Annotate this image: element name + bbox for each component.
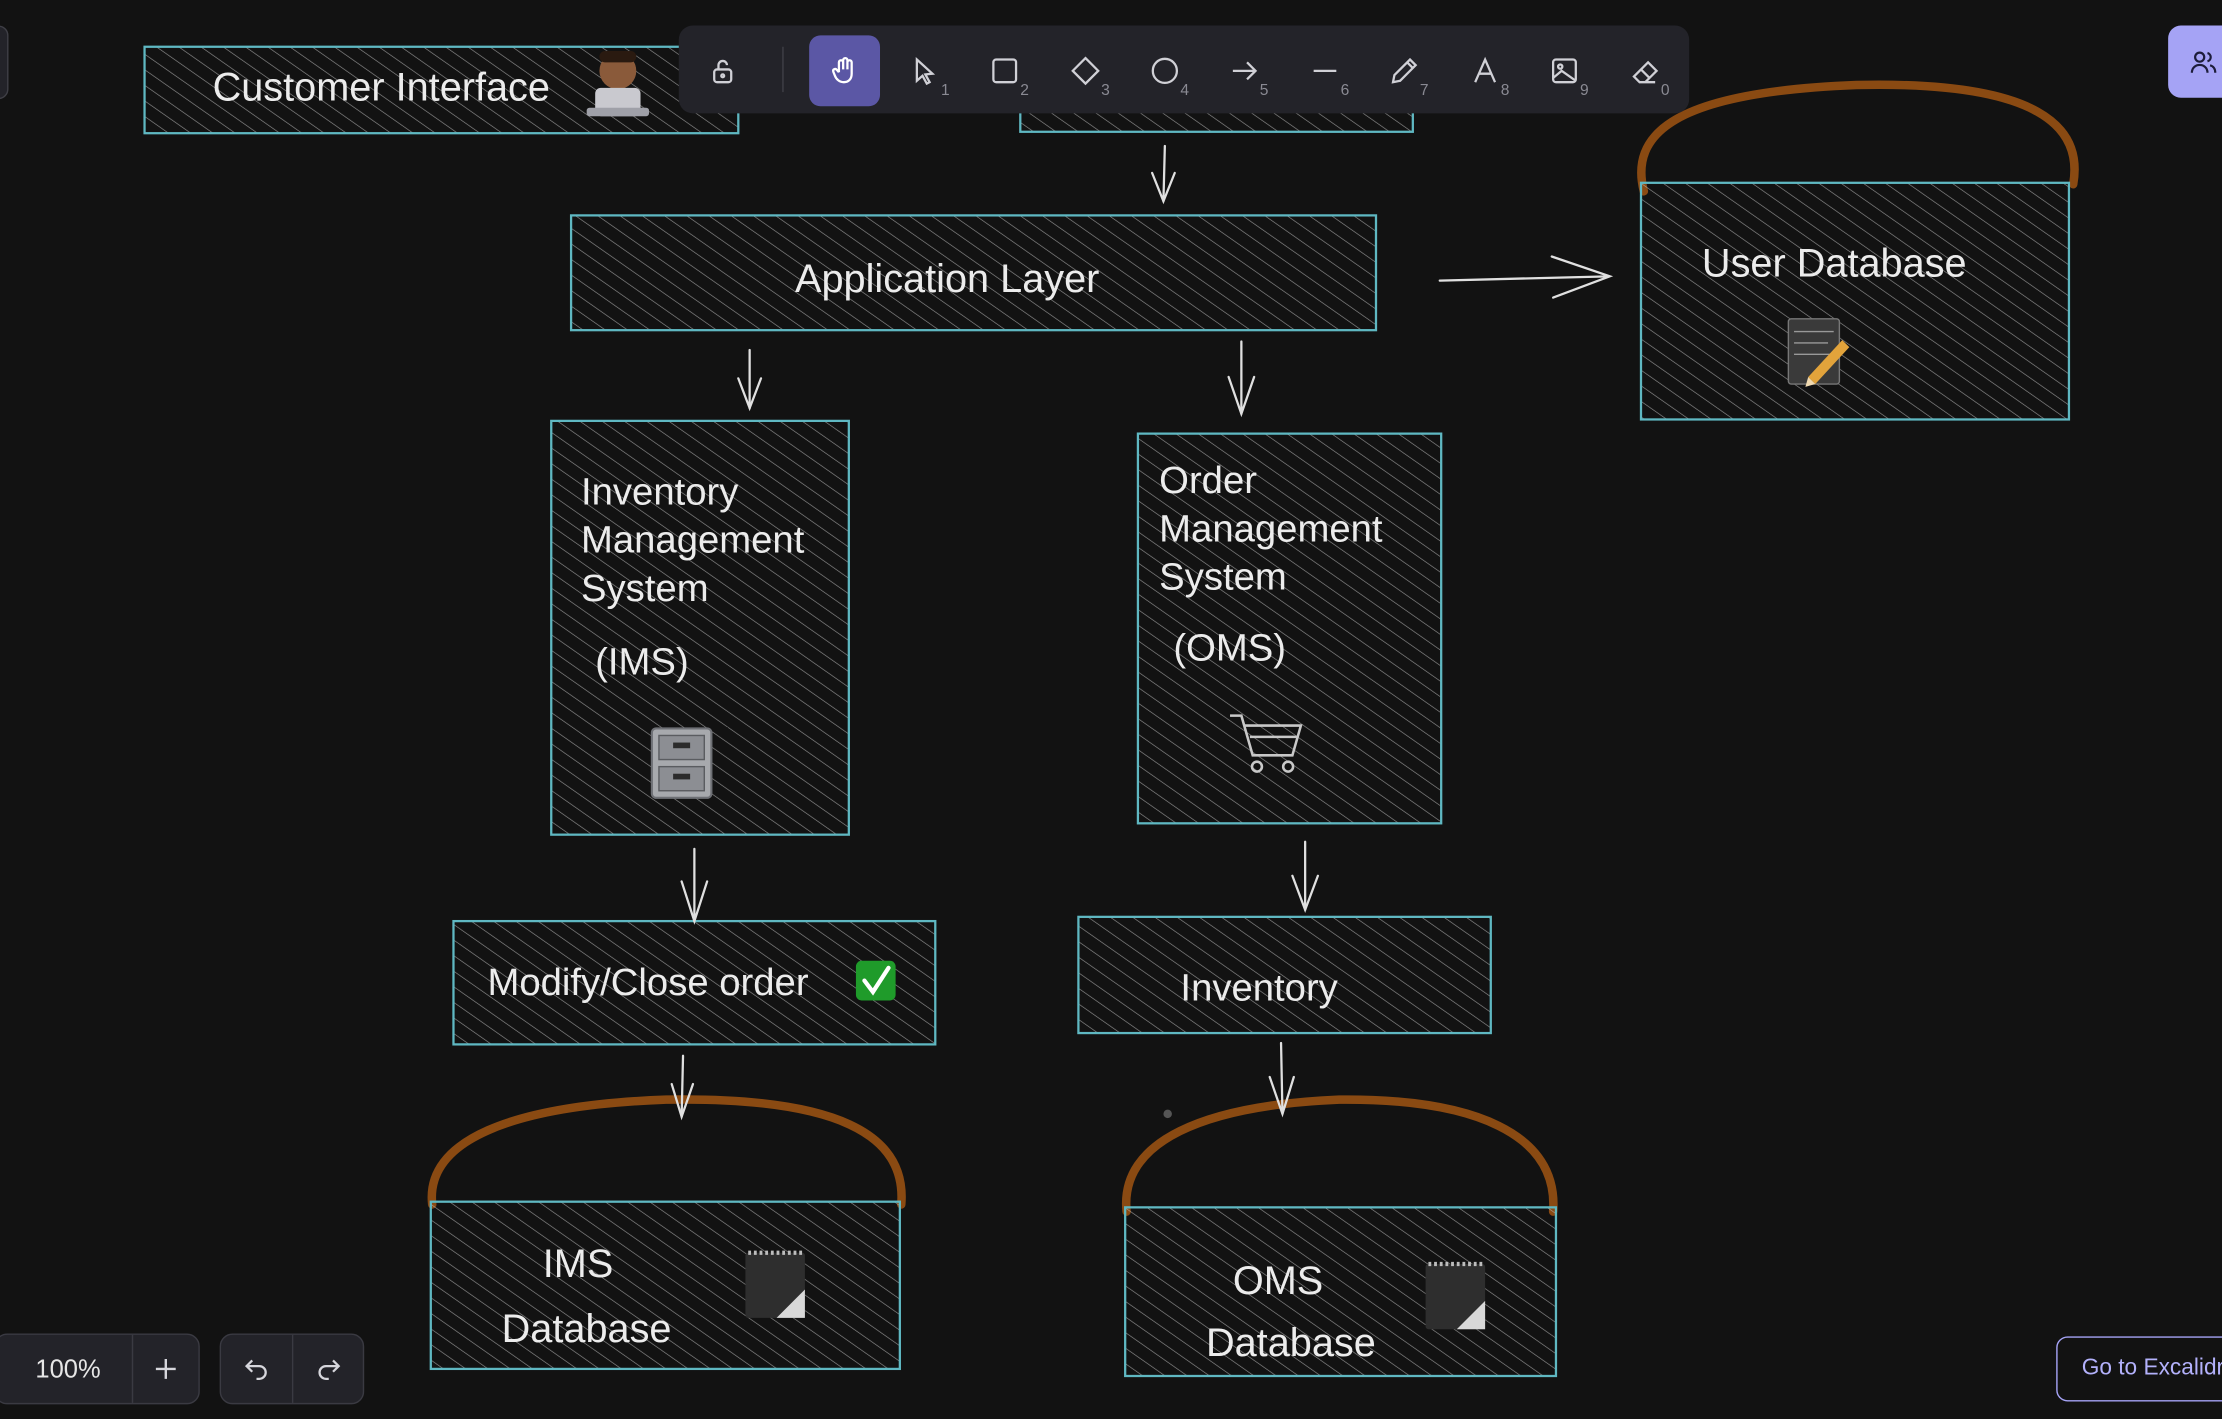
check-mark-icon — [855, 960, 896, 1001]
box-customer-interface[interactable] — [143, 45, 740, 135]
box-user-database[interactable] — [1639, 181, 2071, 421]
tool-key: 3 — [1101, 82, 1110, 100]
box-inventory[interactable] — [1077, 915, 1492, 1035]
zoom-controls: 100% — [0, 1333, 200, 1405]
tool-ellipse[interactable]: 4 — [1129, 35, 1200, 106]
arrow-inventory-to-omsdb[interactable] — [1268, 1041, 1295, 1118]
tool-selection[interactable]: 1 — [890, 35, 961, 106]
tool-key: 6 — [1340, 82, 1350, 100]
hand-icon — [832, 57, 853, 84]
tool-text[interactable]: 8 — [1450, 35, 1521, 106]
tool-image[interactable]: 9 — [1529, 35, 1600, 106]
undo-button[interactable] — [221, 1334, 294, 1403]
node-label-application-layer: Application Layer — [794, 256, 1100, 301]
go-to-excalidraw-plus-label: Go to Excalidraw+ — [2081, 1356, 2222, 1381]
box-ims-database[interactable] — [429, 1200, 901, 1371]
arrow-app-to-userdb[interactable] — [1438, 255, 1614, 299]
box-modify-close-order[interactable] — [452, 919, 937, 1046]
node-label-oms-db-line1: OMS — [1232, 1258, 1324, 1303]
node-label-user-database: User Database — [1701, 240, 1967, 285]
tool-key: 0 — [1660, 82, 1670, 100]
node-label-ims: Inventory Management System — [581, 470, 805, 610]
db-arc-ims — [427, 1095, 906, 1209]
node-label-customer-interface: Customer Interface — [212, 65, 550, 110]
db-arc-oms — [1122, 1095, 1558, 1216]
node-label-oms-abbr: (OMS) — [1173, 626, 1286, 669]
line-icon — [1313, 69, 1337, 72]
shape-toolbar: 1 2 3 4 5 6 7 8 9 0 — [678, 25, 1690, 114]
tool-key: 7 — [1419, 82, 1429, 100]
plus-icon — [155, 1358, 176, 1379]
users-icon — [2190, 51, 2217, 73]
tool-key: 2 — [1020, 82, 1029, 100]
tool-line[interactable]: 6 — [1290, 35, 1361, 106]
arrow-app-to-ims[interactable] — [737, 348, 763, 412]
node-label-ims-abbr: (IMS) — [595, 640, 689, 684]
menu-button[interactable] — [0, 25, 9, 100]
arrow-ims-to-modify[interactable] — [680, 847, 709, 925]
toolbar-divider — [782, 46, 784, 93]
tool-key: 5 — [1259, 82, 1269, 100]
tool-draw[interactable]: 7 — [1369, 35, 1440, 106]
arrow-modify-to-imsdb[interactable] — [670, 1054, 695, 1121]
pointer-icon — [915, 56, 936, 86]
tool-key: 1 — [940, 82, 950, 100]
collaborate-button[interactable] — [2168, 25, 2222, 98]
node-label-oms: Order Management System — [1159, 459, 1383, 599]
undo-icon — [244, 1359, 267, 1380]
tool-diamond[interactable]: 3 — [1050, 35, 1121, 106]
tool-hand[interactable] — [809, 35, 881, 107]
node-label-modify-close-order: Modify/Close order — [487, 960, 809, 1004]
ellipse-icon — [1151, 57, 1179, 85]
arrow-top-to-app[interactable] — [1150, 144, 1176, 205]
notepad-icon — [1425, 1261, 1486, 1330]
tool-key: 8 — [1500, 82, 1510, 100]
shopping-cart-icon — [1230, 714, 1303, 773]
diamond-icon — [1071, 56, 1100, 86]
stray-dot — [1163, 1109, 1172, 1119]
node-label-ims-db-line2: Database — [501, 1306, 672, 1351]
tool-key: 9 — [1580, 82, 1589, 100]
go-to-excalidraw-plus-button[interactable]: Go to Excalidraw+ — [2056, 1336, 2222, 1402]
history-controls — [219, 1333, 365, 1405]
zoom-level[interactable]: 100% — [35, 1354, 101, 1384]
eraser-icon — [1632, 60, 1659, 84]
zoom-in-button[interactable] — [131, 1334, 200, 1403]
tool-eraser[interactable]: 0 — [1610, 35, 1681, 106]
notepad-icon — [745, 1250, 805, 1318]
pencil-icon — [1391, 57, 1418, 84]
node-label-inventory: Inventory — [1180, 966, 1338, 1009]
technologist-icon — [586, 51, 650, 117]
memo-icon — [1787, 318, 1850, 387]
tool-rectangle[interactable]: 2 — [969, 35, 1040, 106]
rectangle-icon — [992, 58, 1018, 84]
box-application-layer[interactable] — [569, 214, 1378, 332]
redo-button[interactable] — [293, 1335, 362, 1403]
file-cabinet-icon — [650, 727, 713, 799]
node-label-ims-db-line1: IMS — [542, 1241, 614, 1286]
text-icon — [1474, 56, 1497, 83]
tool-lock[interactable] — [687, 35, 758, 106]
tool-arrow[interactable]: 5 — [1209, 35, 1280, 106]
unlock-icon — [713, 59, 733, 84]
redo-icon — [318, 1359, 341, 1380]
db-arc-user — [1637, 80, 2079, 196]
image-icon — [1551, 58, 1577, 84]
arrow-oms-to-inventory[interactable] — [1291, 840, 1320, 914]
tool-key: 4 — [1180, 82, 1190, 100]
arrow-app-to-oms[interactable] — [1227, 340, 1256, 418]
box-oms[interactable] — [1136, 432, 1443, 825]
node-label-oms-db-line2: Database — [1205, 1320, 1376, 1365]
arrow-icon — [1232, 61, 1258, 81]
